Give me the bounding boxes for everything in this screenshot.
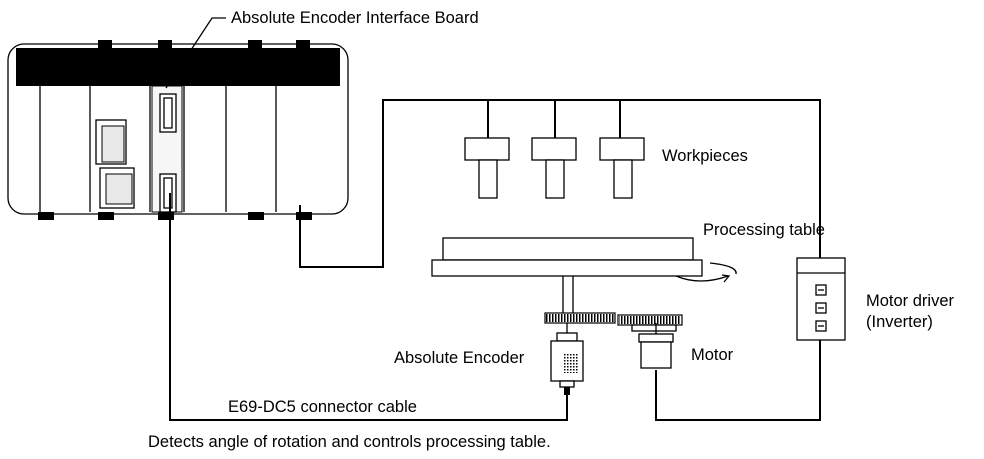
- motor-driver: [796, 257, 846, 341]
- processing-table: [431, 237, 737, 313]
- encoder-cable: [169, 193, 568, 421]
- interface-board: [151, 85, 183, 213]
- gears: [544, 312, 683, 332]
- plc-to-driver-cable: [299, 99, 821, 320]
- interface-board-label: Absolute Encoder Interface Board: [231, 9, 479, 27]
- inverter-label: (Inverter): [866, 313, 933, 331]
- cable-label: E69-DC5 connector cable: [228, 398, 417, 416]
- caption: Detects angle of rotation and controls p…: [148, 433, 551, 451]
- motor-label: Motor: [691, 346, 734, 364]
- absolute-encoder: [550, 323, 584, 395]
- workpieces-label: Workpieces: [662, 147, 748, 165]
- plc-rack: [7, 40, 349, 220]
- driver-to-motor-cable: [655, 335, 821, 421]
- absolute-encoder-label: Absolute Encoder: [394, 349, 525, 367]
- workpieces: [464, 100, 645, 199]
- motor-driver-label: Motor driver: [866, 292, 955, 310]
- motor: [638, 323, 674, 369]
- processing-table-label: Processing table: [703, 221, 825, 239]
